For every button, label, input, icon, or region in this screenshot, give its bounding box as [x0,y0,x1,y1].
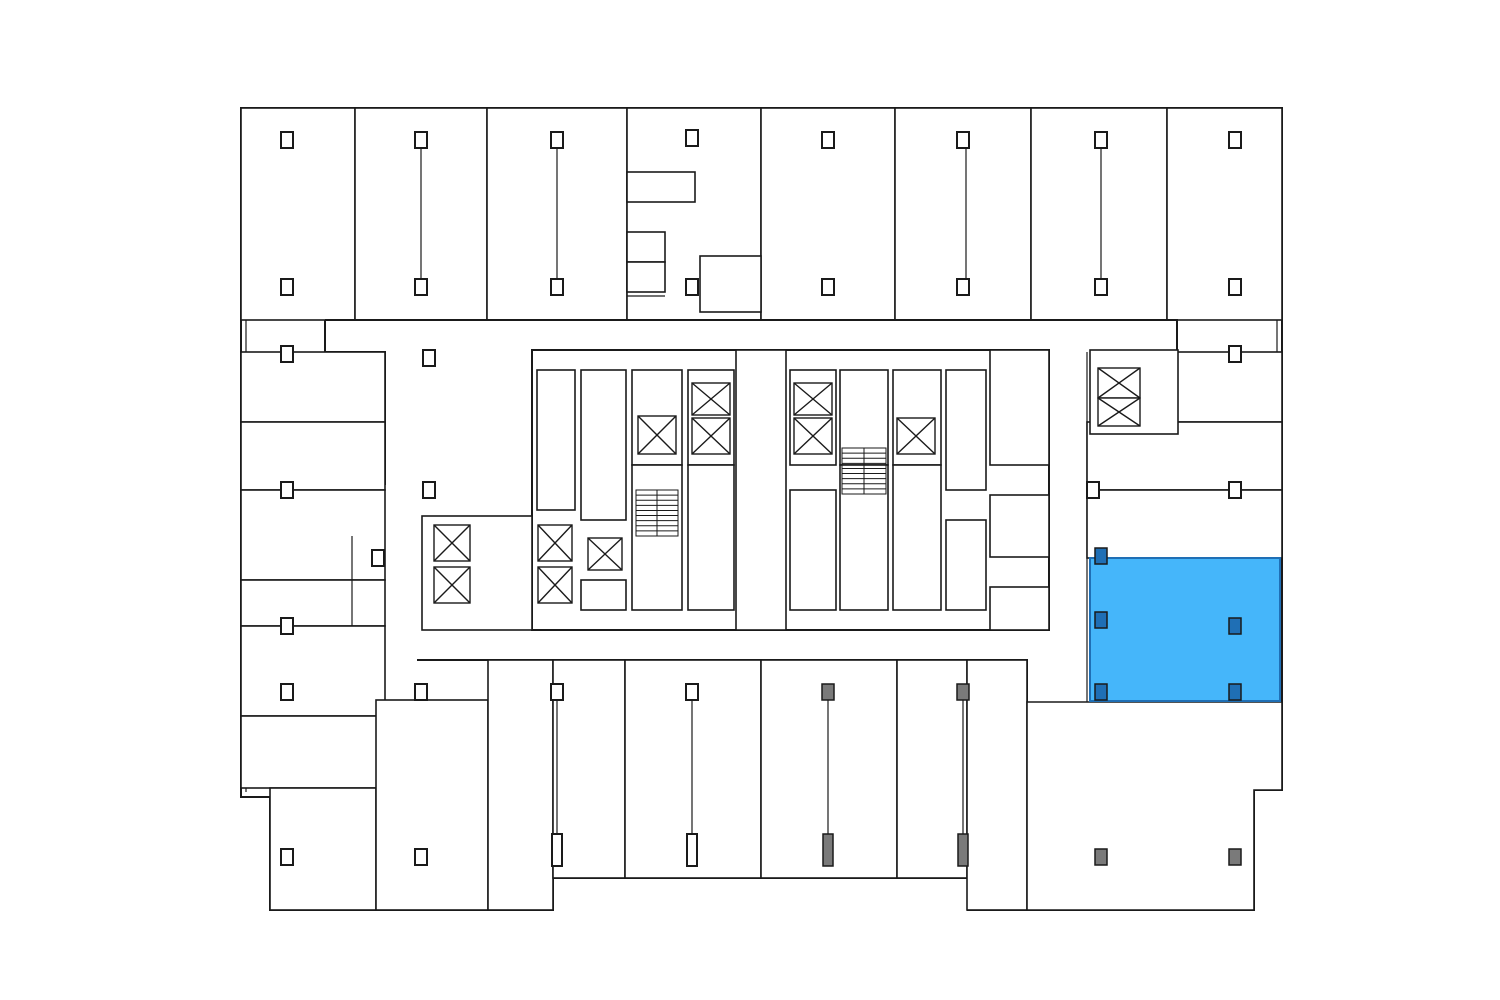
elevator-shafts [433,367,1141,604]
column-icon [414,683,428,701]
column-icon [1228,848,1242,866]
stair-icon [635,447,887,537]
office-room[interactable] [1166,107,1283,321]
column-icon [1094,131,1108,149]
column-icon [1094,683,1108,701]
column-icon [821,131,835,149]
column-icon [280,278,294,296]
column-icon [1228,131,1242,149]
structural-columns [280,129,1242,867]
column-icon [550,278,564,296]
elevator-icon [587,537,623,571]
column-icon [551,833,563,867]
column-icon [371,549,385,567]
column-icon [1094,611,1108,629]
office-room[interactable] [240,421,386,491]
column-icon [1086,481,1100,499]
column-icon [956,131,970,149]
column-icon [280,683,294,701]
column-icon [414,278,428,296]
office-room[interactable] [240,625,386,717]
column-icon [1094,278,1108,296]
elevator-icon [537,566,573,604]
column-icon [1228,481,1242,499]
column-icon [280,131,294,149]
office-room[interactable] [896,659,968,879]
column-icon [685,683,699,701]
column-icon [280,848,294,866]
column-icon [1094,848,1108,866]
elevator-icon [637,415,677,455]
elevator-icon [433,566,471,604]
column-icon [685,129,699,147]
column-icon [280,617,294,635]
elevator-icon [896,417,936,455]
column-icon [822,833,834,867]
office-room[interactable] [240,579,386,627]
column-icon [957,833,969,867]
elevator-icon [691,417,731,455]
column-icon [686,833,698,867]
office-room[interactable] [1026,701,1283,911]
column-icon [821,278,835,296]
elevator-icon [537,524,573,562]
column-icon [1228,683,1242,701]
column-icon [821,683,835,701]
elevator-icon [793,417,833,455]
office-room[interactable] [966,659,1028,911]
elevator-icon [793,382,833,416]
office-room[interactable] [240,107,356,321]
column-icon [685,278,699,296]
elevator-icon [433,524,471,562]
column-icon [550,683,564,701]
column-icon [956,278,970,296]
office-room[interactable] [240,351,386,423]
office-room[interactable] [375,699,489,911]
column-icon [956,683,970,701]
column-icon [414,848,428,866]
office-room[interactable] [1086,489,1283,559]
office-room[interactable] [240,715,386,789]
column-icon [1094,547,1108,565]
elevator-icon [1097,367,1141,399]
highlighted-unit[interactable] [1089,557,1281,702]
column-icon [414,131,428,149]
elevator-icon [691,382,731,416]
office-room[interactable] [552,659,626,879]
column-icon [280,481,294,499]
column-icon [1228,278,1242,296]
column-icon [280,345,294,363]
column-icon [550,131,564,149]
column-icon [1228,617,1242,635]
column-icon [422,349,436,367]
elevator-icon [1097,397,1141,427]
office-room[interactable] [240,489,386,581]
left-office-column [240,351,386,789]
bottom-office-row [269,659,1283,911]
column-icon [1228,345,1242,363]
office-room[interactable] [487,659,554,911]
top-office-row [240,107,1283,321]
column-icon [422,481,436,499]
